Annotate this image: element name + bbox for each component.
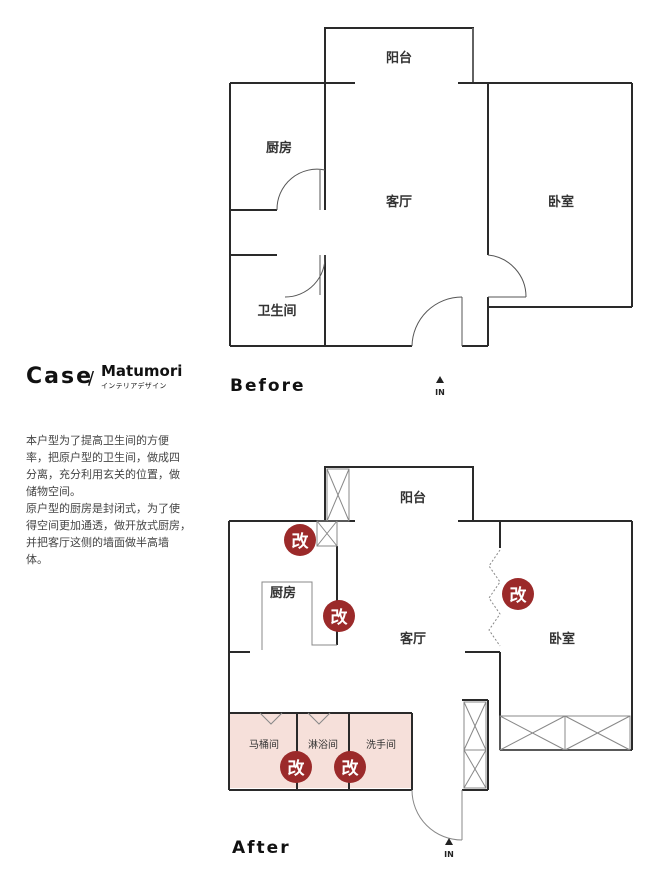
case-title: Case bbox=[26, 364, 94, 389]
after-balcony-label: 阳台 bbox=[400, 490, 426, 506]
before-entrance-arrow-icon bbox=[436, 376, 444, 383]
before-bathroom-label: 卫生间 bbox=[257, 303, 296, 319]
after-title: After bbox=[232, 838, 291, 858]
change-badge: 改 bbox=[323, 600, 355, 632]
before-bedroom-label: 卧室 bbox=[548, 194, 574, 210]
after-living-label: 客厅 bbox=[400, 631, 426, 647]
after-bedroom-label: 卧室 bbox=[549, 631, 575, 647]
before-title: Before bbox=[230, 376, 306, 396]
before-balcony-label: 阳台 bbox=[386, 50, 412, 66]
svg-text:改: 改 bbox=[510, 585, 528, 606]
change-badge: 改 bbox=[334, 751, 366, 783]
after-entrance-arrow-icon bbox=[445, 838, 453, 845]
before-doors bbox=[276, 168, 527, 347]
after-washroom-label: 洗手间 bbox=[366, 738, 396, 751]
brand-name: Matumori bbox=[101, 362, 183, 380]
after-entrance-label: IN bbox=[444, 850, 454, 859]
after-shower-label: 淋浴间 bbox=[308, 738, 338, 751]
svg-text:改: 改 bbox=[292, 531, 310, 552]
before-plan bbox=[229, 27, 633, 347]
before-kitchen-label: 厨房 bbox=[266, 140, 292, 156]
change-badge: 改 bbox=[280, 751, 312, 783]
svg-text:改: 改 bbox=[288, 758, 306, 779]
svg-text:改: 改 bbox=[331, 607, 349, 628]
before-entrance-label: IN bbox=[435, 388, 445, 397]
description-text: 本户型为了提高卫生间的方便 率，把原户型的卫生间，做成四 分离，充分利用玄关的位… bbox=[26, 434, 191, 566]
after-bathroom-highlight bbox=[229, 713, 412, 788]
after-kitchen-label: 厨房 bbox=[270, 585, 296, 601]
brand-subtitle: インテリアデザイン bbox=[101, 382, 167, 390]
before-living-label: 客厅 bbox=[386, 194, 412, 210]
after-thin-lines bbox=[259, 468, 631, 841]
svg-text:改: 改 bbox=[342, 758, 360, 779]
after-toilet-label: 马桶间 bbox=[249, 738, 279, 751]
case-slash: / bbox=[88, 368, 95, 389]
change-badge: 改 bbox=[502, 578, 534, 610]
change-badge: 改 bbox=[284, 524, 316, 556]
